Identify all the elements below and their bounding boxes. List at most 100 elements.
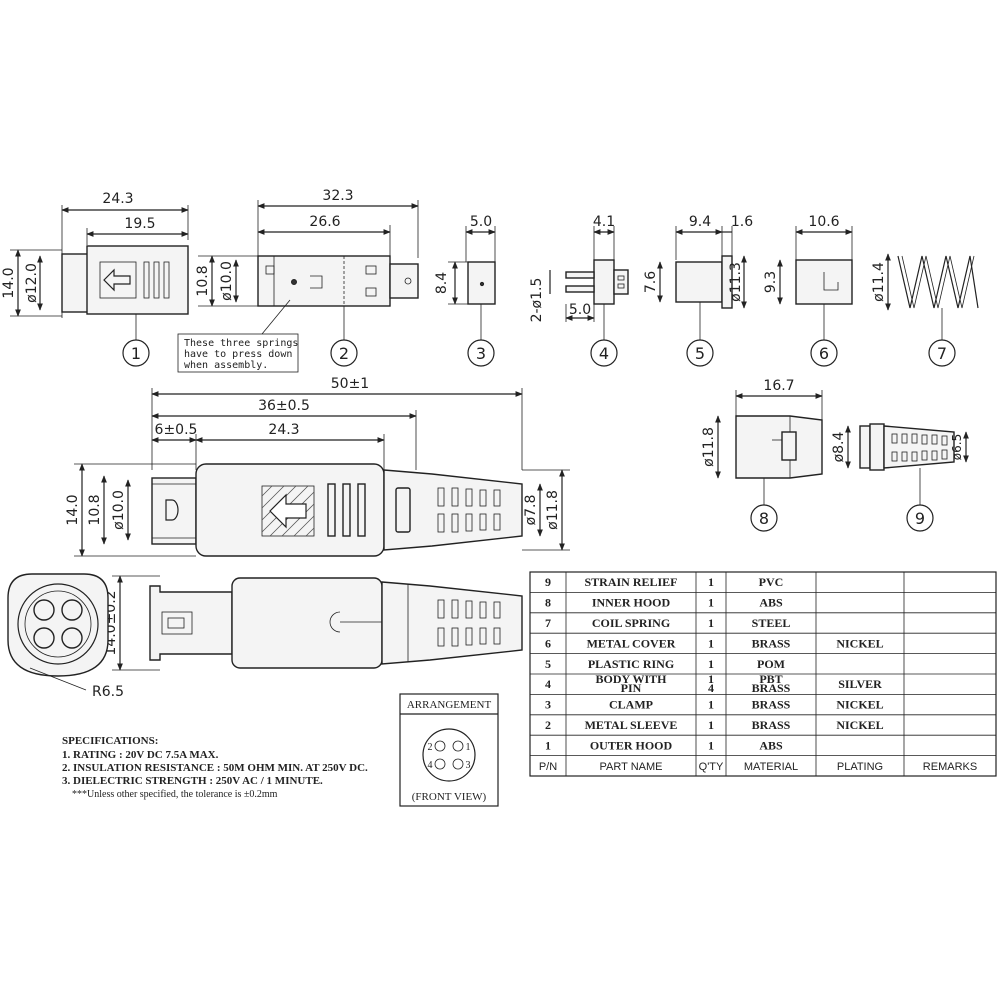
dim-p7-diameter: ø11.4	[871, 262, 887, 302]
part-4-body-with-pin: 4.1 2-ø1.5 5.0	[529, 214, 629, 340]
dim-p2-length: 32.3	[322, 188, 353, 204]
pin-label-2: 2	[428, 742, 433, 753]
bom-cell: SILVER	[838, 677, 882, 691]
dim-p2-height: 10.8	[195, 265, 211, 296]
dim-asm-d10: ø10.0	[111, 490, 127, 530]
spring-note-line3: when assembly.	[184, 360, 268, 371]
bom-cell: ABS	[759, 738, 783, 752]
dim-p3-width: 5.0	[470, 214, 492, 230]
bom-cell: 7	[545, 616, 551, 630]
callout-7: 7	[937, 344, 947, 363]
part-5-plastic-ring: 9.4 1.6 7.6 ø11.3	[643, 214, 753, 340]
dim-p8-width: 16.7	[763, 378, 794, 394]
bom-cell: NICKEL	[836, 718, 883, 732]
dim-p5-diameter: ø11.3	[728, 262, 744, 302]
pin-label-3: 3	[466, 760, 471, 771]
bom-cell: 1	[545, 738, 551, 752]
spec-title: SPECIFICATIONS:	[62, 735, 158, 747]
spec-line-3: 3. DIELECTRIC STRENGTH : 250V AC / 1 MIN…	[62, 775, 323, 787]
part-1-outer-hood: 24.3 19.5 14.0 ø12.0	[1, 191, 189, 340]
spring-note-line2: have to press down	[184, 349, 292, 360]
bom-cell: BRASS	[752, 718, 791, 732]
callouts-top: 1 2 3 4 5 6 7	[122, 339, 956, 367]
bom-cell: STRAIN RELIEF	[584, 575, 677, 589]
dim-p4-pins: 2-ø1.5	[529, 278, 545, 323]
bom-cell: OUTER HOOD	[590, 738, 673, 752]
bom-cell: INNER HOOD	[592, 596, 671, 610]
dim-asm-d118: ø11.8	[545, 490, 561, 530]
bom-cell: COIL SPRING	[592, 616, 670, 630]
bom-cell: 1	[708, 698, 714, 712]
bom-cell: BRASS	[752, 636, 791, 650]
callout-1: 1	[131, 344, 141, 363]
spec-line-2: 2. INSULATION RESISTANCE : 50M OHM MIN. …	[62, 762, 368, 774]
bom-cell: 1	[708, 738, 714, 752]
dim-p1-inner: 19.5	[124, 216, 155, 232]
dim-p6-width: 10.6	[808, 214, 839, 230]
bom-cell: 1	[708, 718, 714, 732]
dim-p1-diameter: ø12.0	[24, 263, 40, 303]
spec-tolerance: ***Unless other specified, the tolerance…	[72, 789, 278, 800]
callout-8: 8	[759, 509, 769, 528]
bom-cell: NICKEL	[836, 698, 883, 712]
dim-p8-diameter: ø11.8	[701, 427, 717, 467]
dim-asm-36: 36±0.5	[258, 398, 310, 414]
spec-line-1: 1. RATING : 20V DC 7.5A MAX.	[62, 749, 219, 761]
dim-asm-total: 50±1	[331, 376, 369, 392]
dim-p4-base: 5.0	[569, 302, 591, 318]
dim-p5-height: 7.6	[643, 271, 659, 293]
bom-header: PLATING	[837, 761, 883, 773]
part-9-strain-relief: ø8.4 ø6.5	[831, 423, 969, 505]
bom-cell: BRASS	[752, 681, 791, 695]
pin-label-1: 1	[466, 742, 471, 753]
bom-cell: 4	[545, 677, 551, 691]
dim-p9-diameter-1: ø8.4	[831, 431, 847, 462]
callout-3: 3	[476, 344, 486, 363]
dim-asm-d78: ø7.8	[523, 495, 539, 526]
spring-note-line1: These three springs	[184, 338, 298, 349]
bom-cell: 1	[708, 657, 714, 671]
dim-front-radius: R6.5	[92, 684, 124, 700]
bom-cell: 2	[545, 718, 551, 732]
front-view: R6.5	[7, 573, 124, 700]
bom-cell: 3	[545, 698, 551, 712]
arrangement-footer: (FRONT VIEW)	[412, 791, 487, 803]
bom-cell: PBT	[759, 672, 782, 686]
bom-cell: 5	[545, 657, 551, 671]
pin-label-4: 4	[428, 760, 433, 771]
callout-4: 4	[599, 344, 609, 363]
part-8-inner-hood: 16.7 ø11.8	[701, 378, 823, 505]
callout-2: 2	[339, 344, 349, 363]
dim-asm-h108: 10.8	[87, 494, 103, 525]
dim-asm-24: 24.3	[268, 422, 299, 438]
bom-cell: PVC	[759, 575, 784, 589]
dim-asm-h14: 14.0	[65, 494, 81, 525]
bom-cell: PIN	[621, 681, 642, 695]
part-2-metal-sleeve: 32.3 26.6 10.8 ø10.0 These three springs…	[177, 188, 419, 373]
bom-cell: 4	[708, 681, 714, 695]
arrangement-box: ARRANGEMENT 2 1 4 3 (FRONT VIEW)	[399, 693, 499, 807]
callout-6: 6	[819, 344, 829, 363]
arrangement-title: ARRANGEMENT	[407, 699, 492, 711]
bom-cell: CLAMP	[609, 698, 653, 712]
bom-header: P/N	[539, 761, 557, 773]
dim-p1-height: 14.0	[1, 267, 17, 298]
bom-cell: STEEL	[752, 616, 791, 630]
bom-header: MATERIAL	[744, 761, 798, 773]
bom-cell: 1	[708, 672, 714, 686]
part-6-metal-cover: 10.6 9.3	[763, 214, 853, 340]
bom-cell: 1	[708, 596, 714, 610]
bom-header: PART NAME	[600, 761, 663, 773]
part-3-clamp: 5.0 8.4	[434, 214, 496, 340]
dim-p5-width: 9.4	[689, 214, 711, 230]
bom-cell: BRASS	[752, 698, 791, 712]
callout-5: 5	[695, 344, 705, 363]
bom-cell: ABS	[759, 596, 783, 610]
dim-p5-flange: 1.6	[731, 214, 753, 230]
dim-p4-width: 4.1	[593, 214, 615, 230]
bom-header: Q'TY	[699, 761, 724, 773]
bom-cell: 6	[545, 636, 551, 650]
bom-header: REMARKS	[923, 761, 977, 773]
